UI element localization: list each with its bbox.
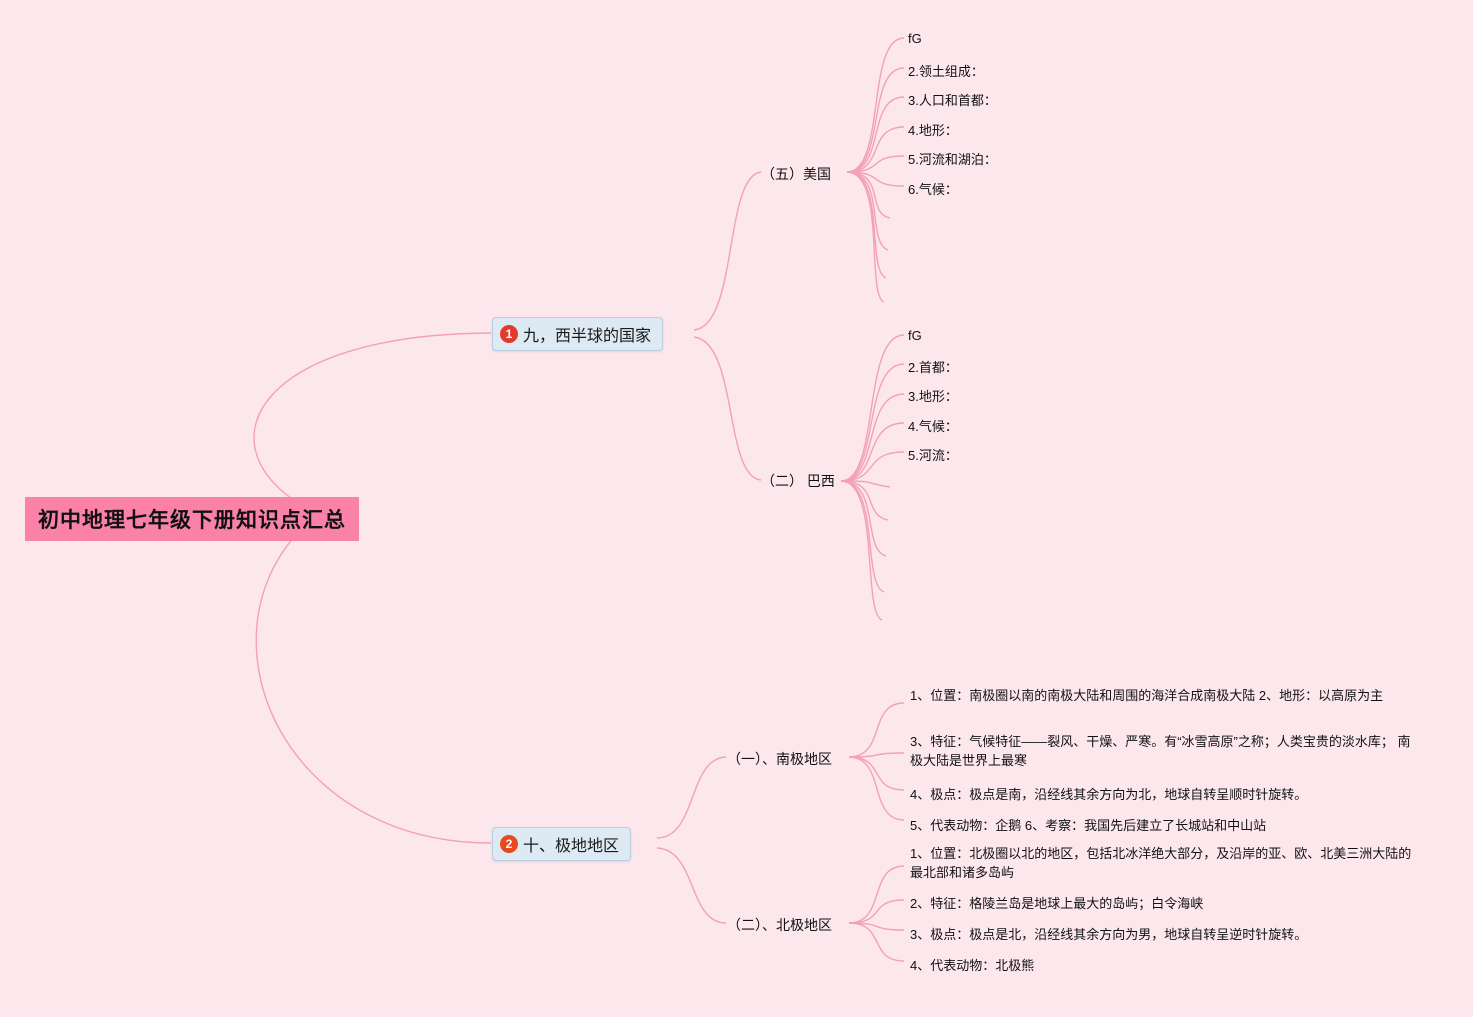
connector-curve <box>846 171 889 251</box>
leaf-node[interactable]: 3、特征：气候特征——裂风、干燥、严寒。有“冰雪高原”之称；人类宝贵的淡水库； … <box>910 734 1411 768</box>
edge-root-branch1 <box>253 332 492 502</box>
leaf-node[interactable]: 5.河流： <box>908 448 958 463</box>
edge-branch1-brazil <box>693 336 762 481</box>
leaf-node[interactable]: 1、位置：北极圈以北的地区，包括北冰洋绝大部分，及沿岸的亚、欧、北美三洲大陆的最… <box>910 846 1412 880</box>
branch-1-badge-icon: 1 <box>500 325 518 343</box>
leaf-node[interactable]: 4.气候： <box>908 419 958 434</box>
connector-curve <box>846 126 905 173</box>
branch-2-label: 十、极地地区 <box>523 838 620 855</box>
leaf-node[interactable]: 4.地形： <box>908 123 958 138</box>
connector-curve <box>848 702 905 758</box>
sub-node-antarctic[interactable]: （一）、南极地区 <box>727 751 832 767</box>
connector-curve <box>848 922 905 962</box>
connector-curve <box>840 451 905 482</box>
branch-node-polar-regions[interactable]: 2 十、极地地区 <box>492 827 632 861</box>
leaf-node[interactable]: 6.气候： <box>908 182 958 197</box>
connector-curve <box>846 37 905 173</box>
connector-curve <box>848 752 905 758</box>
leaf-node[interactable]: 2.首都： <box>908 360 958 375</box>
connector-curve <box>840 480 885 593</box>
connector-curve <box>848 865 905 924</box>
sub-node-arctic[interactable]: （二）、北极地区 <box>727 917 832 933</box>
connector-curve <box>846 171 905 187</box>
connector-curve <box>840 363 905 482</box>
connector-curve <box>840 334 905 482</box>
leaf-node[interactable]: 2、特征：格陵兰岛是地球上最大的岛屿；白令海峡 <box>910 896 1204 911</box>
connector-curve <box>846 171 885 303</box>
connector-curve <box>848 922 905 931</box>
branch-1-label: 九，西半球的国家 <box>523 328 652 345</box>
leaf-node[interactable]: 3.地形： <box>908 389 958 404</box>
leaf-node[interactable]: fG <box>908 328 922 343</box>
leaf-node[interactable]: 1、位置：南极圈以南的南极大陆和周围的海洋合成南极大陆 2、地形：以高原为主 <box>910 688 1384 703</box>
connector-curve <box>840 480 889 521</box>
edge-root-branch2 <box>255 535 492 844</box>
connector-curve <box>846 67 905 173</box>
connector-curve <box>848 899 905 924</box>
connector-curve <box>840 480 887 557</box>
leaf-node[interactable]: 3.人口和首都： <box>908 93 997 108</box>
connector-curve <box>846 171 887 279</box>
root-node[interactable]: 初中地理七年级下册知识点汇总 <box>25 497 359 541</box>
leaf-node[interactable]: 3、极点：极点是北，沿经线其余方向为男，地球自转呈逆时针旋转。 <box>910 927 1308 942</box>
connector-curve <box>848 756 905 821</box>
edge-branch1-usa <box>693 171 762 331</box>
connector-curve <box>840 422 905 482</box>
branch-2-badge-icon: 2 <box>500 835 518 853</box>
connector-curve <box>846 155 905 173</box>
branch-node-western-hemisphere[interactable]: 1 九，西半球的国家 <box>492 317 664 351</box>
connector-curve <box>840 480 891 488</box>
connector-curve <box>840 393 905 482</box>
leaf-node[interactable]: 4、极点：极点是南，沿经线其余方向为北，地球自转呈顺时针旋转。 <box>910 787 1308 802</box>
sub-node-usa[interactable]: （五）美国 <box>761 166 831 182</box>
root-label: 初中地理七年级下册知识点汇总 <box>38 509 346 532</box>
leaf-node[interactable]: 5.河流和湖泊： <box>908 152 997 167</box>
leaf-node[interactable]: 2.领土组成： <box>908 64 984 79</box>
connector-curve <box>846 96 905 173</box>
leaf-node[interactable]: 5、代表动物：企鹅 6、考察：我国先后建立了长城站和中山站 <box>910 818 1267 833</box>
connector-curve <box>840 480 883 621</box>
connector-curve <box>848 756 905 791</box>
edge-branch2-antarctic <box>656 756 727 839</box>
edge-branch2-arctic <box>656 847 727 924</box>
leaf-node[interactable]: 4、代表动物：北极熊 <box>910 958 1035 973</box>
leaf-node[interactable]: fG <box>908 31 922 46</box>
sub-node-brazil[interactable]: （二） 巴西 <box>761 473 835 489</box>
